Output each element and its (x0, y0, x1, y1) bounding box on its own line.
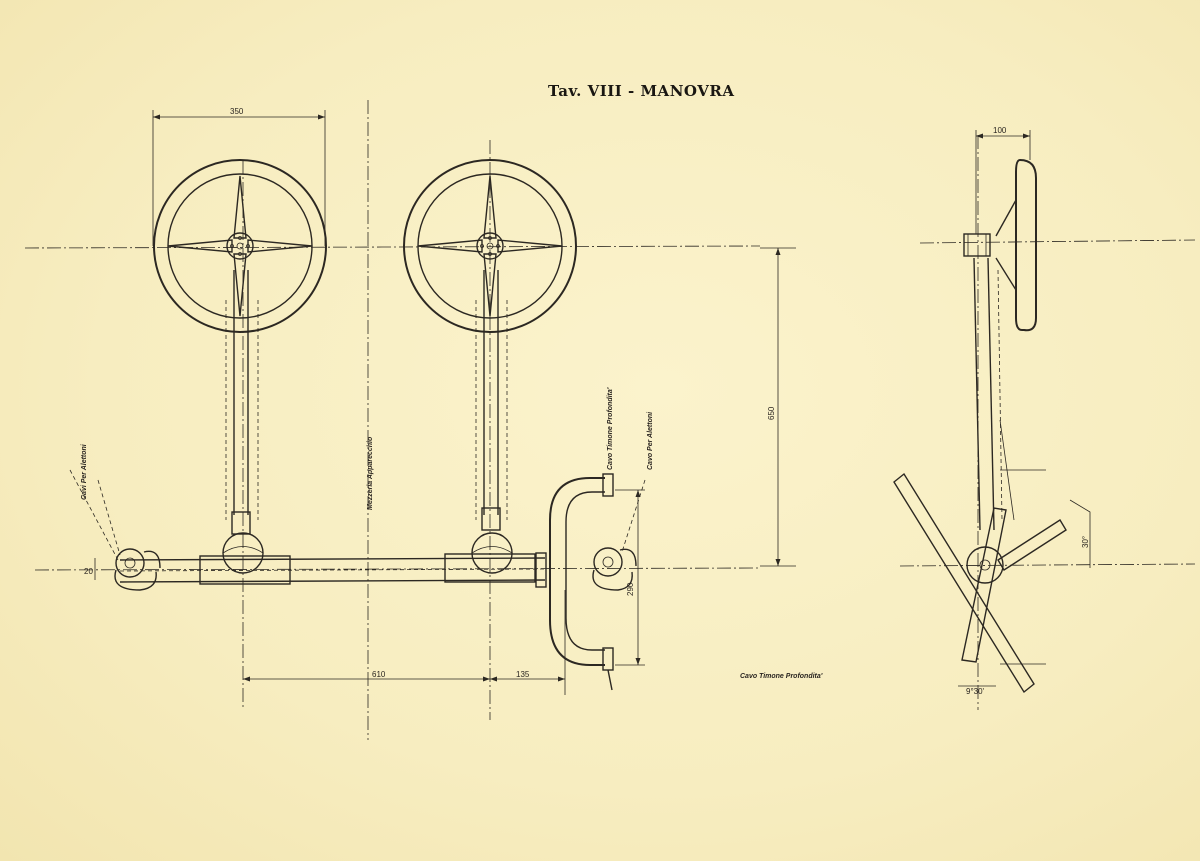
right-column (471, 270, 513, 574)
note-cavo-timone: Cavo Timone Profondita' (607, 387, 614, 470)
dim-20-label: 20 (84, 567, 93, 576)
left-steering-wheel (153, 159, 327, 333)
dim-290-label: 290 (626, 582, 635, 596)
dim-left-small: 20 (84, 558, 96, 580)
left-column (222, 270, 264, 574)
dim-angles: 30° 9°30' (958, 499, 1091, 696)
dim-135-label: 135 (516, 670, 530, 679)
dim-650-label: 650 (767, 406, 776, 420)
dim-wheel-diameter: 350 (152, 107, 326, 246)
note-cavo-timone-bottom: Cavo Timone Profondita' (740, 673, 823, 680)
dim-side-offset: 100 (975, 126, 1031, 234)
side-view (893, 158, 1067, 694)
angle-bottom-label: 9°30' (966, 687, 985, 696)
dim-100-label: 100 (993, 126, 1007, 135)
dim-610-label: 610 (372, 670, 386, 679)
note-mezzeria: Mezzeria Apparecchio (367, 436, 374, 510)
plate-title: Tav. VIII - MANOVRA (548, 82, 734, 100)
dim-350-label: 350 (230, 107, 244, 116)
torque-tube (119, 552, 547, 588)
note-cavo-alettoni-right: Cavo Per Alettoni (647, 411, 654, 470)
right-steering-wheel (403, 159, 577, 333)
dim-column-height: 650 (760, 247, 796, 567)
right-pulley (592, 479, 646, 591)
dim-wheel-spacing: 610 135 (243, 590, 566, 695)
dim-handle-height: 290 (615, 489, 645, 666)
control-handle (549, 473, 614, 691)
note-cavi-alettoni-left: Cavi Per Alettoni (81, 443, 88, 500)
left-pulley (69, 469, 161, 591)
angle-top-label: 30° (1081, 536, 1090, 548)
